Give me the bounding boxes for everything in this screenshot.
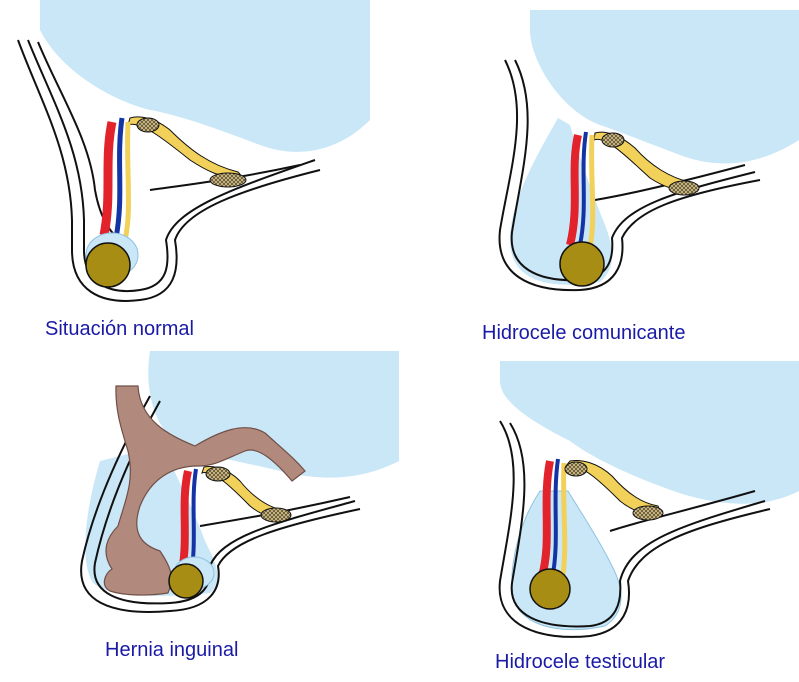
testis <box>169 564 203 598</box>
vas-duct <box>125 122 129 240</box>
panel-normal: Situación normal <box>0 0 399 341</box>
testis <box>560 242 604 286</box>
diagram-communicating <box>400 0 799 341</box>
spermatic-artery <box>542 461 550 576</box>
diagram-hernia <box>0 341 399 682</box>
caption-normal: Situación normal <box>45 318 194 341</box>
epididymis-tail <box>210 173 246 187</box>
abdominal-cavity <box>40 0 370 152</box>
diagram-normal <box>0 0 399 341</box>
caption-communicating: Hidrocele comunicante <box>482 322 685 341</box>
spermatic-vein <box>116 118 122 238</box>
vas-duct <box>562 463 565 581</box>
epididymis-tail <box>633 506 663 520</box>
epididymis-top <box>137 118 159 132</box>
spermatic-artery <box>104 122 112 235</box>
epididymis-tail <box>669 181 699 195</box>
testis <box>86 243 130 287</box>
panel-testicular: Hidrocele testicular <box>400 341 799 682</box>
epididymis-top <box>206 467 230 481</box>
epididymis-tail <box>261 508 291 522</box>
panel-communicating: Hidrocele comunicante <box>400 0 799 341</box>
caption-testicular: Hidrocele testicular <box>495 651 665 674</box>
panel-hernia: Hernia inguinal <box>0 341 399 682</box>
epididymis-top <box>602 133 624 147</box>
diagram-testicular <box>400 341 799 682</box>
caption-hernia: Hernia inguinal <box>105 639 238 662</box>
testis <box>530 569 570 609</box>
epididymis-top <box>565 462 587 476</box>
vas-duct <box>590 135 593 248</box>
